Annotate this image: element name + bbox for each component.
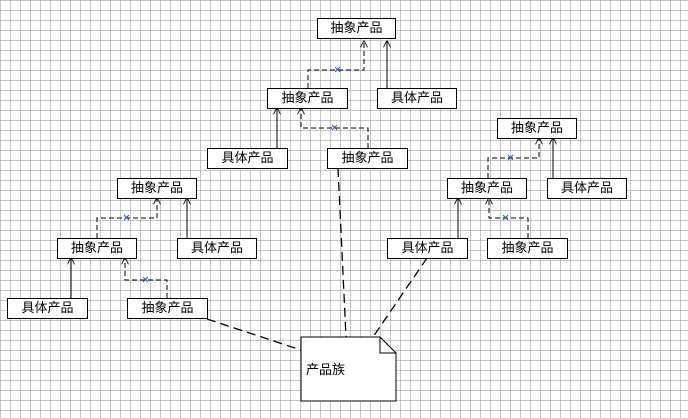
x-marker-5 xyxy=(507,154,514,161)
family-link-left xyxy=(206,318,302,351)
concrete-product-box-right-mid[interactable]: 具体产品 xyxy=(547,178,627,199)
inheritance-lines xyxy=(71,41,553,298)
concrete-product-box-left-mid[interactable]: 具体产品 xyxy=(177,238,257,259)
concrete-product-box-top-right[interactable]: 具体产品 xyxy=(377,88,457,109)
x-marker-6 xyxy=(502,214,509,221)
x-marker-3 xyxy=(123,214,130,221)
assoc-line-4 xyxy=(125,258,168,298)
abstract-product-box-right-mid[interactable]: 抽象产品 xyxy=(447,178,527,199)
x-marker-2 xyxy=(331,124,338,131)
abstract-product-box-mid[interactable]: 抽象产品 xyxy=(267,88,348,109)
assoc-line-5 xyxy=(487,138,539,178)
product-family-note[interactable] xyxy=(300,336,397,402)
abstract-product-box-left-top[interactable]: 抽象产品 xyxy=(117,178,197,199)
abstract-product-box-right-top[interactable]: 抽象产品 xyxy=(497,118,577,139)
assoc-line-6 xyxy=(489,198,529,238)
abstract-product-box-left-mid[interactable]: 抽象产品 xyxy=(57,238,137,259)
abstract-product-box-left-bottom[interactable]: 抽象产品 xyxy=(127,298,208,319)
association-lines xyxy=(96,41,539,298)
product-family-label: 产品族 xyxy=(306,363,346,378)
abstract-product-box-top[interactable]: 抽象产品 xyxy=(317,18,396,39)
abstract-product-box-mid-right[interactable]: 抽象产品 xyxy=(327,148,408,169)
association-markers xyxy=(123,66,514,283)
assoc-line-1 xyxy=(307,41,364,88)
family-link-right xyxy=(372,257,428,338)
x-marker-4 xyxy=(142,276,149,283)
family-links xyxy=(206,167,428,351)
assoc-line-2 xyxy=(301,108,369,148)
concrete-product-box-right-bottom[interactable]: 具体产品 xyxy=(387,238,468,259)
concrete-product-box-mid-left[interactable]: 具体产品 xyxy=(207,148,288,169)
family-link-top xyxy=(337,167,347,338)
abstract-product-box-right-bottom[interactable]: 抽象产品 xyxy=(487,238,568,259)
x-marker-1 xyxy=(334,66,341,73)
concrete-product-box-left-bottom[interactable]: 具体产品 xyxy=(7,298,88,319)
